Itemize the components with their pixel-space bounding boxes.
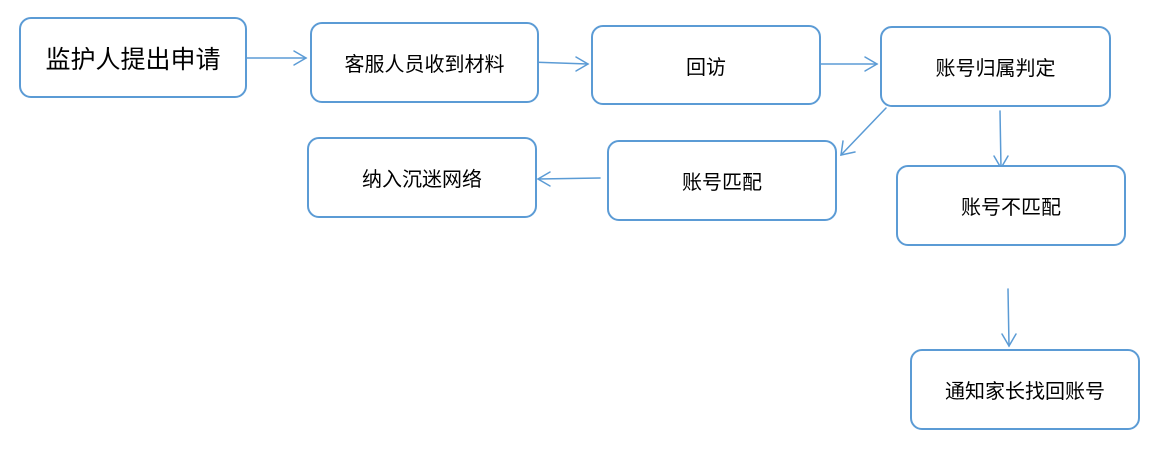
node-join-addiction-network: 纳入沉迷网络	[307, 137, 537, 218]
node-label: 回访	[686, 54, 726, 79]
node-label: 账号不匹配	[961, 195, 1061, 219]
node-label: 通知家长找回账号	[945, 379, 1105, 403]
node-account-ownership-judgement: 账号归属判定	[880, 26, 1111, 107]
arrow-judge-to-match	[840, 107, 887, 156]
arrow-match-to-join	[536, 171, 601, 187]
node-notify-parent-recover-account: 通知家长找回账号	[910, 349, 1140, 430]
node-label: 监护人提出申请	[45, 44, 221, 74]
arrow-judge-to-nomatch	[993, 110, 1009, 170]
node-label: 账号归属判定	[935, 56, 1056, 80]
node-guardian-application: 监护人提出申请	[19, 17, 247, 98]
arrow-revisit-to-judge	[820, 56, 879, 72]
node-service-receives-materials: 客服人员收到材料	[310, 22, 539, 103]
node-revisit: 回访	[591, 25, 821, 105]
node-label: 账号匹配	[682, 170, 762, 194]
arrow-start-to-receive	[246, 50, 308, 66]
node-account-match: 账号匹配	[607, 140, 837, 221]
node-label: 客服人员收到材料	[344, 52, 505, 76]
arrow-nomatch-to-notify	[1001, 288, 1017, 348]
node-account-mismatch: 账号不匹配	[896, 165, 1126, 246]
node-label: 纳入沉迷网络	[362, 167, 482, 191]
arrow-receive-to-revisit	[529, 56, 590, 72]
